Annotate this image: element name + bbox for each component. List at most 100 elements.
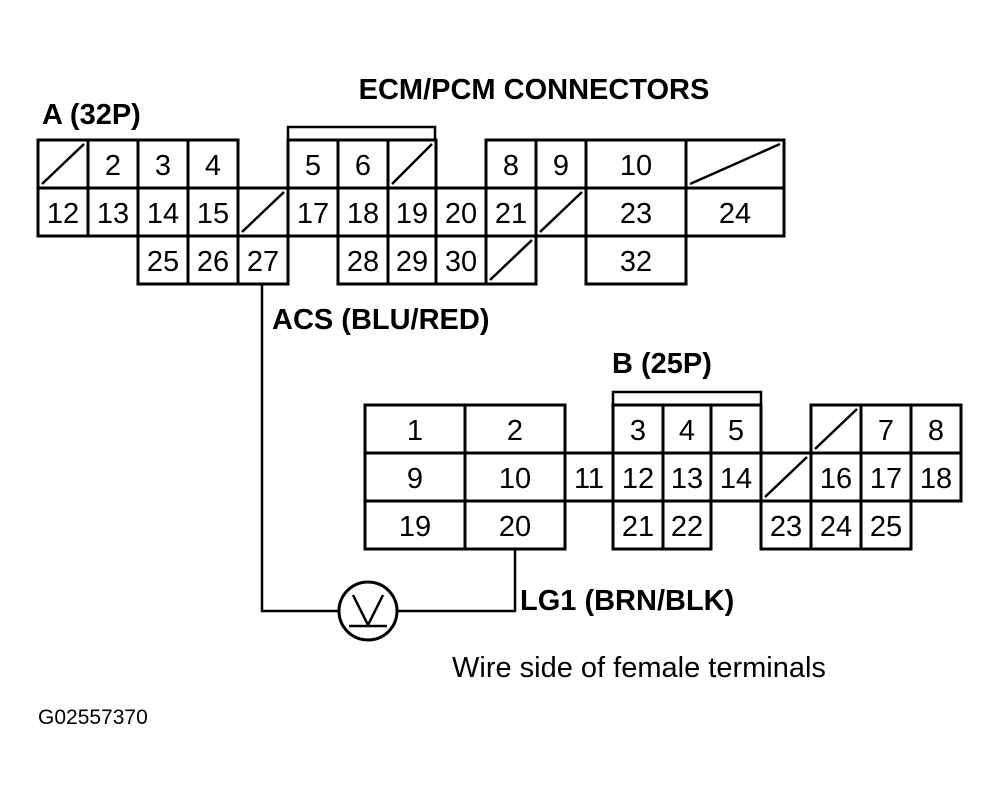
connector-b-label: B (25P) (612, 348, 712, 380)
terminal-number: 19 (396, 198, 428, 230)
empty-slash-icon (391, 143, 433, 185)
terminal-number: 17 (297, 198, 329, 230)
connector-a-label: A (32P) (42, 99, 141, 131)
terminal-number: 10 (620, 150, 652, 182)
terminal-number: 13 (671, 463, 703, 495)
diagram-title: ECM/PCM CONNECTORS (359, 74, 710, 106)
connector-b-terminal (563, 451, 615, 503)
probe-wire-acs (260, 284, 338, 613)
connector-b-terminal (661, 499, 713, 551)
empty-slash-icon (41, 143, 85, 185)
terminal-number: 5 (305, 150, 321, 182)
connector-a-terminal (36, 186, 90, 238)
connector-a-lock-tab (286, 125, 437, 140)
connector-b-terminal (859, 403, 913, 455)
terminal-number: 15 (197, 198, 229, 230)
terminal-number: 6 (355, 150, 371, 182)
wire-lg1-label: LG1 (BRN/BLK) (520, 585, 734, 617)
test-circuit (260, 284, 517, 642)
terminal-number: 24 (719, 198, 751, 230)
connector-a-terminal (434, 234, 488, 286)
connector-b-terminal (809, 451, 863, 503)
terminal-number: 25 (870, 511, 902, 543)
empty-slash-icon (764, 456, 808, 498)
terminal-number: 9 (407, 463, 423, 495)
terminal-number: 12 (622, 463, 654, 495)
connector-a-terminal (86, 186, 140, 238)
connector-a-terminal (386, 186, 438, 238)
connector-a-terminal (386, 234, 438, 286)
voltmeter-icon (337, 580, 399, 642)
terminal-number: 24 (820, 511, 852, 543)
connector-b-terminal (909, 451, 963, 503)
terminal-number: 11 (574, 463, 604, 495)
terminal-number: 9 (553, 150, 569, 182)
terminal-number: 2 (507, 415, 523, 447)
connector-a (36, 138, 786, 286)
terminal-number: 4 (205, 150, 221, 182)
terminal-number: 12 (47, 198, 79, 230)
figure-code: G02557370 (38, 706, 148, 729)
terminal-number: 5 (728, 415, 744, 447)
terminal-number: 30 (445, 246, 477, 278)
terminal-number: 7 (878, 415, 894, 447)
connector-a-terminal (236, 234, 290, 286)
connector-b-terminal (709, 403, 763, 455)
terminal-number: 21 (622, 511, 654, 543)
terminal-number: 28 (347, 246, 379, 278)
terminal-number: 25 (147, 246, 179, 278)
terminal-number: 17 (870, 463, 902, 495)
terminal-number: 32 (620, 246, 652, 278)
connector-b-terminal (363, 499, 467, 551)
terminal-number: 19 (399, 511, 431, 543)
terminal-number: 10 (499, 463, 531, 495)
terminal-number: 23 (770, 511, 802, 543)
terminal-number: 26 (197, 246, 229, 278)
connector-a-terminal (336, 234, 390, 286)
terminal-number: 2 (105, 150, 121, 182)
empty-slash-icon (241, 191, 285, 233)
terminal-number: 3 (155, 150, 171, 182)
empty-slash-icon (489, 239, 533, 281)
terminal-number: 29 (396, 246, 428, 278)
terminal-number: 14 (720, 463, 752, 495)
connector-b-terminal (709, 451, 763, 503)
terminal-number: 8 (503, 150, 519, 182)
connector-b-terminal (463, 403, 567, 455)
connector-b (363, 403, 963, 551)
terminal-number: 23 (620, 198, 652, 230)
terminal-number: 18 (347, 198, 379, 230)
terminal-number: 4 (679, 415, 695, 447)
terminal-number: 8 (928, 415, 944, 447)
terminal-number: 3 (630, 415, 646, 447)
probe-wire-lg1 (398, 549, 517, 613)
connector-a-terminal (584, 234, 688, 286)
connector-b-lock-tab (611, 390, 763, 405)
connector-b-terminal (759, 499, 813, 551)
terminal-number: 18 (920, 463, 952, 495)
connector-a-terminal (136, 186, 190, 238)
connector-b-terminal (611, 451, 665, 503)
empty-slash-icon (539, 191, 583, 233)
connector-a-terminal (186, 186, 240, 238)
terminal-number: 1 (407, 415, 423, 447)
wire-acs-label: ACS (BLU/RED) (272, 304, 490, 336)
connector-b-terminal (809, 499, 863, 551)
terminal-number: 27 (247, 246, 279, 278)
connector-b-terminal (909, 403, 963, 455)
connector-a-terminal (684, 186, 786, 238)
connector-b-terminal (463, 451, 567, 503)
connector-b-terminal (661, 403, 713, 455)
connector-b-terminal (859, 499, 913, 551)
empty-slash-icon (689, 142, 781, 186)
terminal-number: 13 (97, 198, 129, 230)
terminal-number: 14 (147, 198, 179, 230)
connector-b-numbers: 1 2 3 4 5 7 8 9 10 11 12 13 14 16 17 18 … (399, 415, 952, 543)
terminal-number: 21 (495, 198, 527, 230)
terminal-number: 20 (499, 511, 531, 543)
terminal-number: 16 (820, 463, 852, 495)
connector-b-terminal (611, 403, 665, 455)
terminal-number: 20 (445, 198, 477, 230)
connector-a-numbers: 2 3 4 5 6 8 9 10 12 13 14 15 17 18 19 20… (47, 150, 751, 278)
